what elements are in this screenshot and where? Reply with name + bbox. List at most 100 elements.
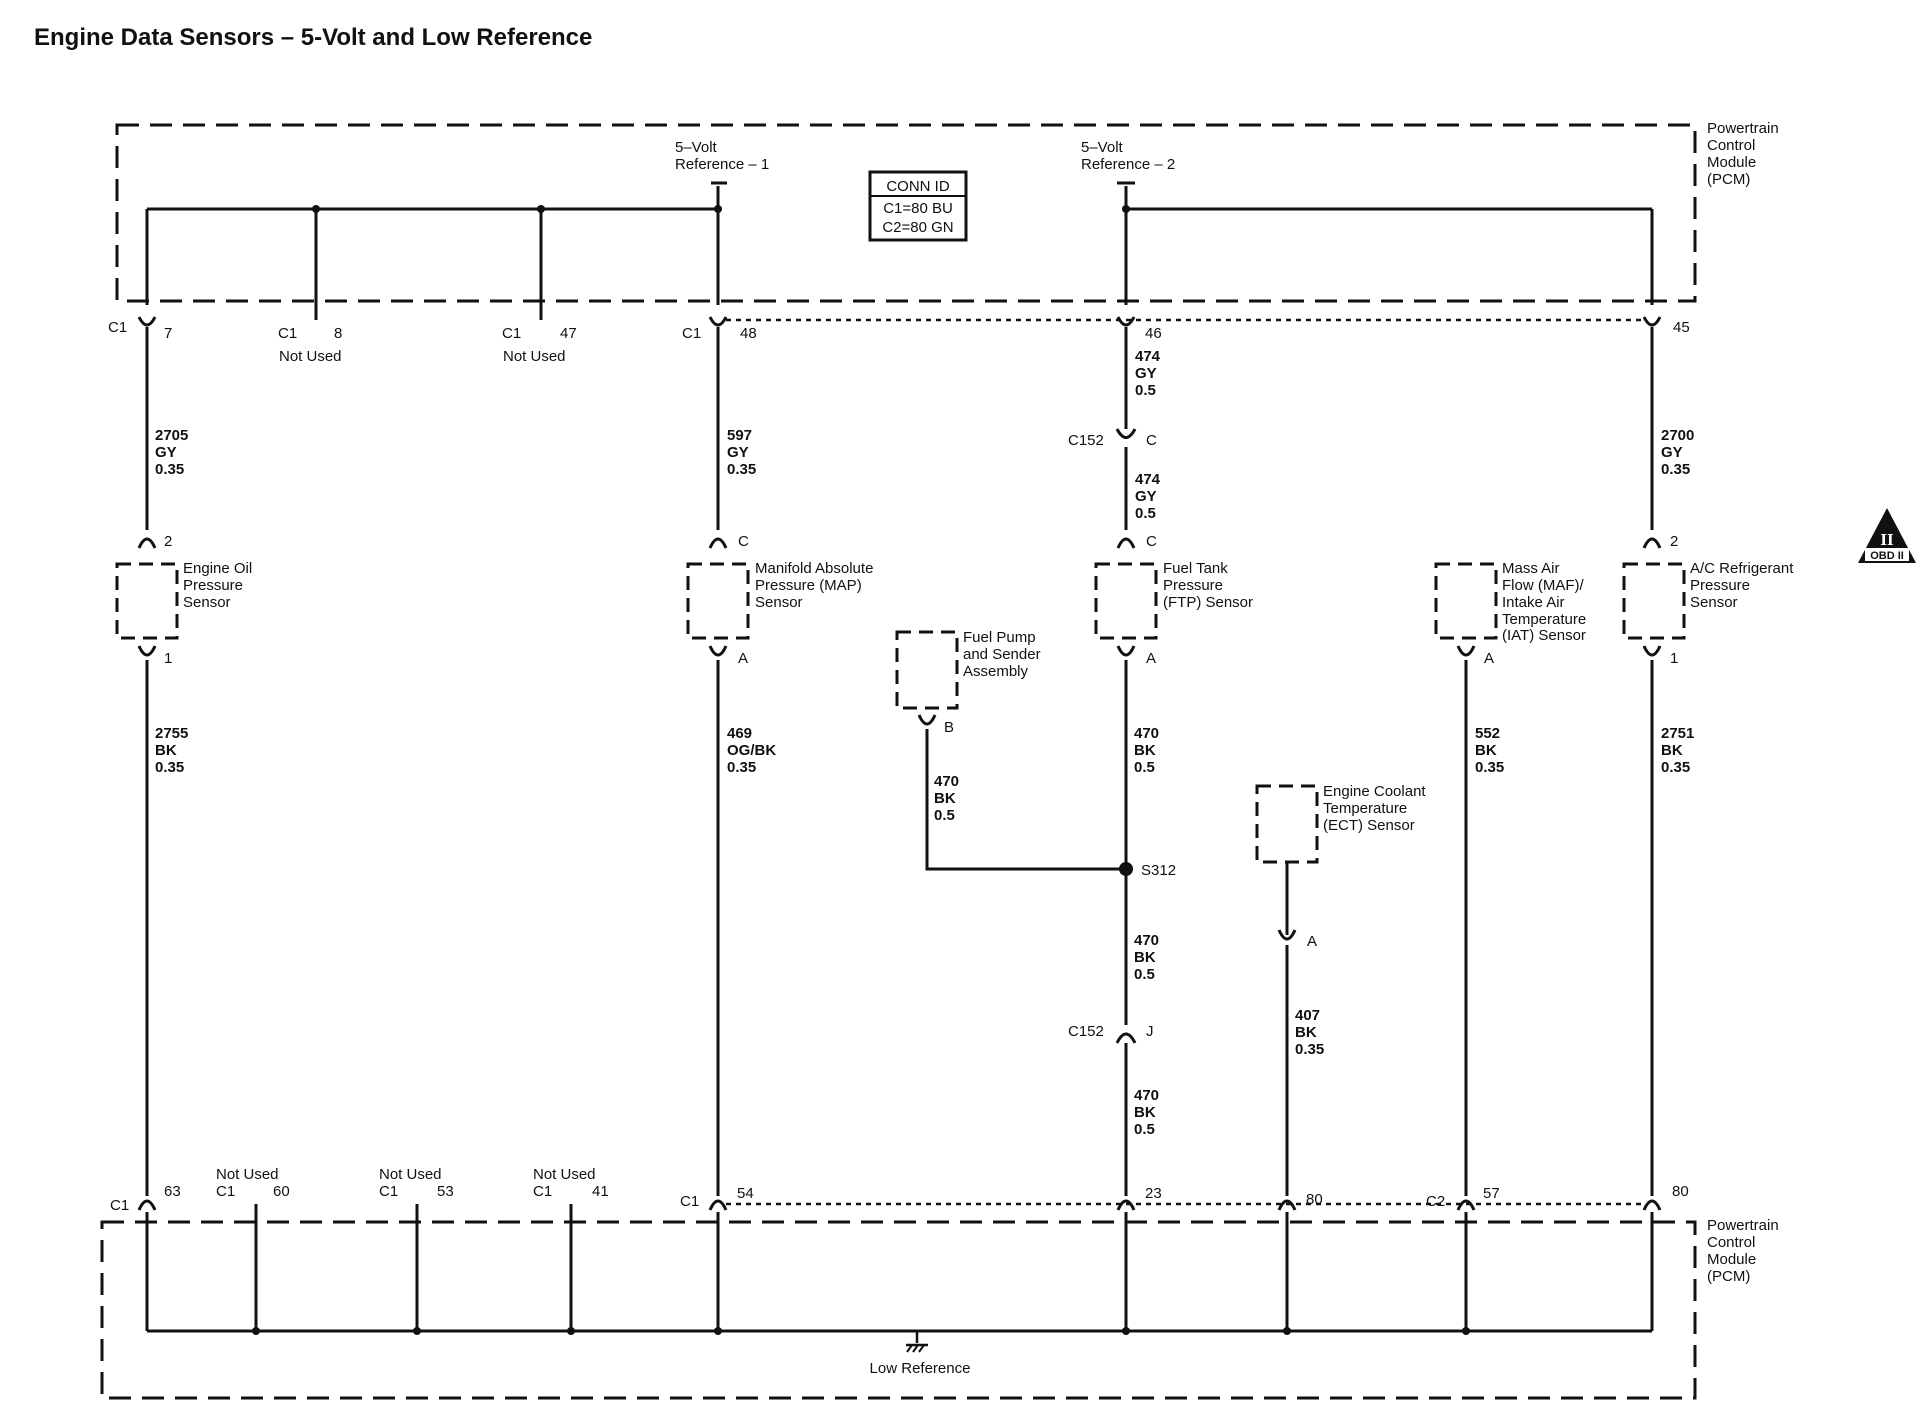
svg-text:474: 474 xyxy=(1135,348,1161,365)
svg-text:C: C xyxy=(738,533,749,550)
svg-text:Not Used: Not Used xyxy=(379,1166,442,1183)
svg-text:0.35: 0.35 xyxy=(1295,1041,1324,1058)
ground-icon xyxy=(906,1331,928,1353)
svg-text:0.35: 0.35 xyxy=(155,759,184,776)
svg-text:C1: C1 xyxy=(108,319,127,336)
svg-text:597: 597 xyxy=(727,427,752,444)
svg-text:BK: BK xyxy=(1295,1024,1317,1041)
svg-text:53: 53 xyxy=(437,1183,454,1200)
svg-text:C152: C152 xyxy=(1068,432,1104,449)
wire-474-a: 474 GY 0.5 xyxy=(1135,348,1161,399)
svg-text:469: 469 xyxy=(727,725,752,742)
pcm-bottom-label: Powertrain Control Module (PCM) xyxy=(1707,1217,1779,1285)
svg-text:470: 470 xyxy=(934,773,959,790)
svg-text:C1: C1 xyxy=(379,1183,398,1200)
svg-text:0.35: 0.35 xyxy=(1661,759,1690,776)
svg-text:Fuel Pump: Fuel Pump xyxy=(963,629,1036,646)
svg-text:2755: 2755 xyxy=(155,725,188,742)
svg-text:(PCM): (PCM) xyxy=(1707,1268,1750,1285)
svg-text:0.5: 0.5 xyxy=(1134,966,1155,983)
svg-text:A: A xyxy=(1484,650,1494,667)
pin-80: 80 xyxy=(1306,1191,1323,1208)
svg-text:Temperature: Temperature xyxy=(1323,800,1407,817)
svg-text:Sensor: Sensor xyxy=(1690,594,1738,611)
svg-text:OG/BK: OG/BK xyxy=(727,742,776,759)
pin-c1-63: C1 63 xyxy=(110,1183,181,1214)
svg-text:Sensor: Sensor xyxy=(755,594,803,611)
pin-c1-47: C1 47 Not Used xyxy=(502,325,577,365)
wire-2755: 2755 BK 0.35 xyxy=(155,725,188,776)
svg-text:BK: BK xyxy=(1661,742,1683,759)
svg-text:C1: C1 xyxy=(110,1197,129,1214)
svg-text:Reference – 1: Reference – 1 xyxy=(675,156,769,173)
svg-text:470: 470 xyxy=(1134,1087,1159,1104)
svg-text:2705: 2705 xyxy=(155,427,188,444)
svg-text:48: 48 xyxy=(740,325,757,342)
svg-text:0.35: 0.35 xyxy=(727,461,756,478)
svg-text:Not Used: Not Used xyxy=(216,1166,279,1183)
wire-2700: 2700 GY 0.35 xyxy=(1661,427,1694,478)
svg-text:(ECT) Sensor: (ECT) Sensor xyxy=(1323,817,1415,834)
svg-text:470: 470 xyxy=(1134,725,1159,742)
ect-sensor: A Engine Coolant Temperature (ECT) Senso… xyxy=(1255,783,1426,950)
svg-text:0.35: 0.35 xyxy=(155,461,184,478)
wire-474-b: 474 GY 0.5 xyxy=(1135,471,1161,522)
svg-text:GY: GY xyxy=(155,444,177,461)
svg-text:Pressure: Pressure xyxy=(1690,577,1750,594)
svg-text:C1: C1 xyxy=(502,325,521,342)
svg-text:Mass Air: Mass Air xyxy=(1502,560,1560,577)
svg-text:Pressure: Pressure xyxy=(183,577,243,594)
svg-text:0.35: 0.35 xyxy=(727,759,756,776)
svg-text:II: II xyxy=(1880,530,1894,549)
ref2-label: 5–Volt Reference – 2 xyxy=(1081,139,1175,173)
conn-id-table: CONN ID C1=80 BU C2=80 GN xyxy=(868,170,968,242)
svg-text:1: 1 xyxy=(164,650,172,667)
wire-470-c: 470 BK 0.5 xyxy=(1134,1087,1159,1138)
svg-text:474: 474 xyxy=(1135,471,1161,488)
pcm-top-box xyxy=(115,123,1697,303)
svg-text:2: 2 xyxy=(1670,533,1678,550)
pin-c2-57: C2 57 xyxy=(1426,1185,1500,1210)
pin-c1-48: C1 48 xyxy=(682,325,757,342)
svg-text:54: 54 xyxy=(737,1185,754,1202)
svg-text:5–Volt: 5–Volt xyxy=(1081,139,1124,156)
ref1-label: 5–Volt Reference – 1 xyxy=(675,139,769,173)
svg-text:Reference – 2: Reference – 2 xyxy=(1081,156,1175,173)
maf-iat-sensor: A Mass Air Flow (MAF)/ Intake Air Temper… xyxy=(1434,560,1586,667)
wire-469: 469 OG/BK 0.35 xyxy=(727,725,776,776)
svg-text:Powertrain: Powertrain xyxy=(1707,120,1779,137)
pin-c1-54: C1 54 xyxy=(680,1185,754,1210)
svg-text:Control: Control xyxy=(1707,137,1755,154)
svg-text:63: 63 xyxy=(164,1183,181,1200)
svg-text:Temperature: Temperature xyxy=(1502,611,1586,628)
pin-c1-8: C1 8 Not Used xyxy=(278,325,342,365)
svg-text:470: 470 xyxy=(1134,932,1159,949)
page-title: Engine Data Sensors – 5-Volt and Low Ref… xyxy=(34,24,593,51)
svg-text:57: 57 xyxy=(1483,1185,1500,1202)
svg-text:GY: GY xyxy=(1135,365,1157,382)
svg-text:Flow (MAF)/: Flow (MAF)/ xyxy=(1502,577,1584,594)
svg-text:Sensor: Sensor xyxy=(183,594,231,611)
svg-text:2700: 2700 xyxy=(1661,427,1694,444)
svg-text:0.5: 0.5 xyxy=(934,807,955,824)
wire-2751: 2751 BK 0.35 xyxy=(1661,725,1694,776)
svg-text:OBD II: OBD II xyxy=(1870,550,1904,562)
svg-text:7: 7 xyxy=(164,325,172,342)
wire-2705: 2705 GY 0.35 xyxy=(155,427,188,478)
svg-text:0.35: 0.35 xyxy=(1661,461,1690,478)
svg-text:0.35: 0.35 xyxy=(1475,759,1504,776)
pin-45: 45 xyxy=(1673,319,1690,336)
svg-text:0.5: 0.5 xyxy=(1135,382,1156,399)
svg-text:Pressure (MAP): Pressure (MAP) xyxy=(755,577,862,594)
svg-text:BK: BK xyxy=(1475,742,1497,759)
svg-text:Module: Module xyxy=(1707,1251,1756,1268)
svg-text:GY: GY xyxy=(727,444,749,461)
svg-text:8: 8 xyxy=(334,325,342,342)
obd-ii-icon: II OBD II xyxy=(1858,508,1916,563)
svg-text:BK: BK xyxy=(1134,949,1156,966)
svg-text:(FTP) Sensor: (FTP) Sensor xyxy=(1163,594,1253,611)
svg-text:CONN ID: CONN ID xyxy=(886,178,950,195)
svg-text:Fuel Tank: Fuel Tank xyxy=(1163,560,1228,577)
svg-text:(IAT) Sensor: (IAT) Sensor xyxy=(1502,627,1586,644)
map-sensor: C A Manifold Absolute Pressure (MAP) Sen… xyxy=(686,533,873,667)
